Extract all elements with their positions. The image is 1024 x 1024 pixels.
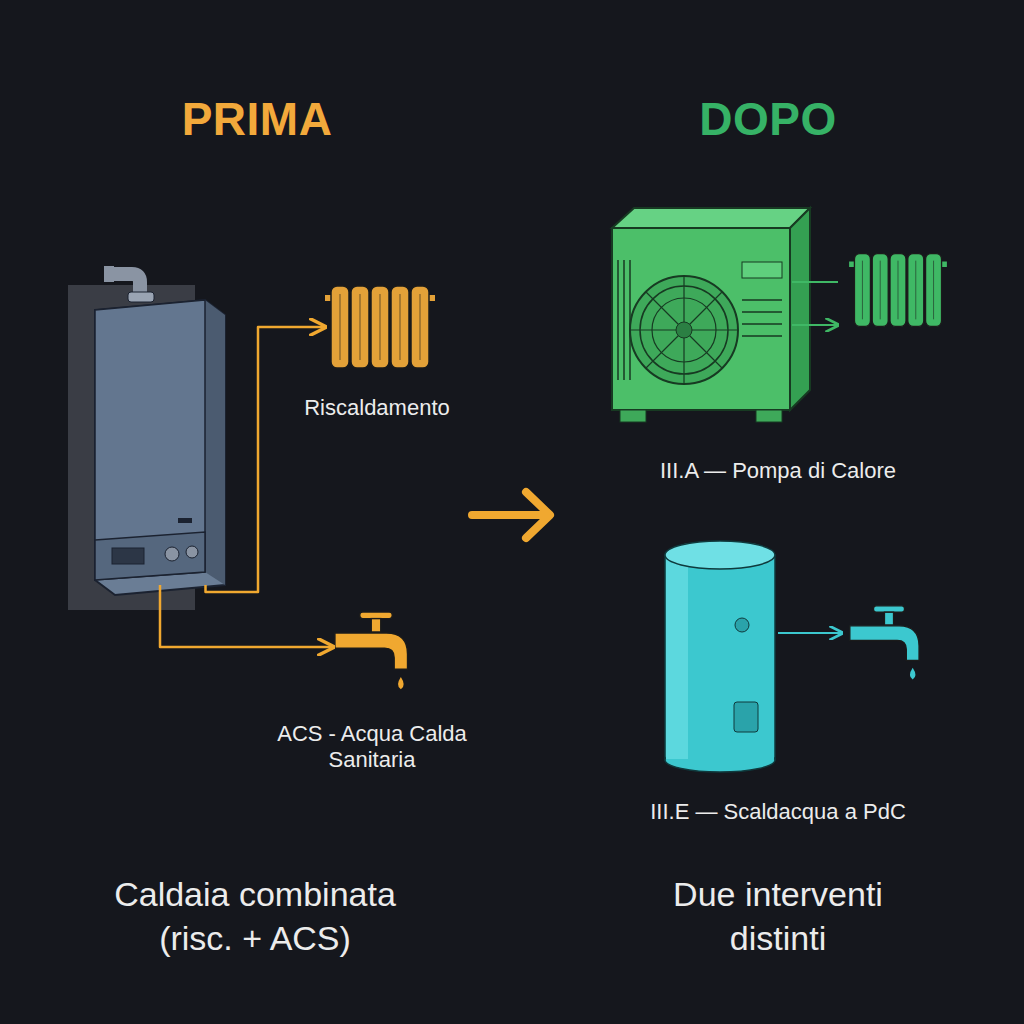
node-label: Riscaldamento	[267, 395, 487, 421]
node-label: III.A — Pompa di Calore	[618, 458, 938, 484]
after-heading: DOPO	[618, 92, 918, 147]
caption-text: Due interventi distinti	[628, 872, 928, 960]
pipe-connector	[160, 585, 333, 647]
node-label: III.E — Scaldacqua a PdC	[608, 799, 948, 825]
boiler-node: Caldaia combinata (risc. + ACS)	[95, 300, 225, 585]
node-label: Caldaia combinata (risc. + ACS)	[75, 872, 435, 960]
pipe-connector	[206, 327, 326, 592]
radiator-node: Riscaldamento	[325, 282, 435, 372]
before-heading: PRIMA	[107, 92, 407, 147]
node-label: ACS - Acqua Calda Sanitaria	[262, 721, 482, 774]
heat-pump-node: III.A — Pompa di Calore	[605, 208, 810, 423]
tap-node: ACS - Acqua Calda Sanitaria	[333, 610, 419, 696]
water-heater-node: III.E — Scaldacqua a PdC	[662, 540, 778, 772]
